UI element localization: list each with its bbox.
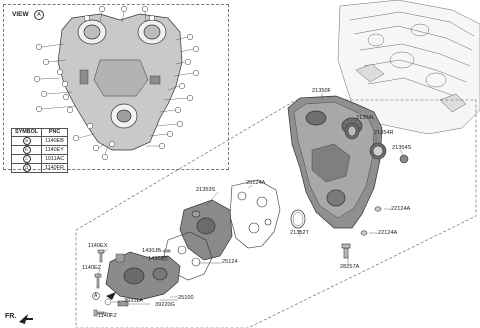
bolt-marker	[66, 106, 74, 114]
callout-1430JB: 1430JB	[148, 256, 167, 262]
pin-22124A-1	[374, 206, 382, 212]
bolt-marker	[158, 142, 166, 150]
detail-a-arrow	[92, 292, 116, 300]
symbol-pnc-table: SYMBOL PNC a 1140EB b 1140EY c 1011AC	[10, 128, 69, 173]
bolt-marker	[178, 82, 186, 90]
bolt-marker	[184, 58, 192, 66]
plug-21354S	[399, 154, 409, 164]
bolt-marker	[108, 140, 116, 148]
callout-21354L: 21354L	[356, 115, 375, 121]
callout-21350F: 21350F	[312, 88, 331, 94]
bolt-marker	[101, 153, 109, 161]
bolt-marker	[174, 106, 182, 114]
bolt-marker	[166, 130, 174, 138]
callout-21354S: 21354S	[392, 145, 412, 151]
bolt-marker	[148, 14, 156, 22]
legend-symbol: c	[22, 155, 31, 163]
bolt-1140EX	[97, 249, 105, 263]
legend-row: d 1140FR	[10, 163, 69, 173]
legend-pnc: 1140FR	[41, 163, 69, 173]
callout-39311A: 39311A	[124, 298, 143, 304]
front-label: FR.	[5, 313, 17, 320]
bolt-marker	[186, 94, 194, 102]
bolt-marker	[62, 93, 70, 101]
bolt-marker	[98, 5, 106, 13]
bolt-marker	[35, 43, 43, 51]
callout-21353S: 21353S	[196, 187, 216, 193]
callout-25124A: 25124A	[246, 180, 266, 186]
engine-block-sketch	[337, 0, 480, 135]
callout-22124A: 22124A	[378, 230, 398, 236]
bolt-marker	[42, 58, 50, 66]
bolt-1140FZ	[93, 309, 105, 317]
pin-22124A-2	[360, 230, 368, 236]
oring-39311A	[104, 298, 112, 306]
bolt-marker	[92, 144, 100, 152]
view-marker-circle: A	[34, 10, 44, 20]
callout-1430JB: 1430JB	[142, 248, 161, 254]
callout-1140EX: 1140EX	[88, 243, 108, 249]
front-arrow-icon	[19, 314, 33, 324]
detail-a-marker: A	[94, 293, 98, 299]
bolt-marker	[86, 122, 94, 130]
seal-21354R	[369, 142, 387, 160]
bolt-marker	[120, 5, 128, 13]
view-a-box: VIEW A SYMBOL PNC a 1140EB b 1140EY	[3, 4, 229, 173]
bolt-marker	[192, 45, 200, 53]
bolt-marker	[141, 5, 149, 13]
callout-1140FZ: 1140FZ	[98, 313, 117, 319]
seal-21354L	[344, 122, 360, 140]
callout-21352T: 21352T	[290, 230, 309, 236]
water-pump-25100	[105, 251, 181, 301]
callout-leader-lines	[97, 93, 405, 315]
callout-25100: 25100	[178, 295, 194, 301]
bolt-marker	[186, 33, 194, 41]
bolt-marker	[72, 134, 80, 142]
view-a-cover-illustration	[57, 13, 183, 151]
bolt-marker	[56, 68, 64, 76]
bolt-marker	[176, 120, 184, 128]
sensor-39220G	[117, 300, 129, 307]
oring-21352T	[290, 209, 306, 229]
bolt-marker	[40, 90, 48, 98]
sensor-28257A	[341, 243, 351, 259]
bolt-1140EZ	[94, 273, 102, 289]
legend-symbol: a	[22, 137, 31, 145]
bolt-marker	[35, 105, 43, 113]
view-title: VIEW	[12, 11, 29, 18]
callout-25124: 25124	[222, 259, 238, 265]
legend-symbol: d	[22, 164, 31, 172]
gasket-25124A	[229, 179, 281, 249]
callout-28257A: 28257A	[340, 264, 360, 270]
callout-22124A: 22124A	[391, 206, 411, 212]
bolt-marker	[83, 14, 91, 22]
callout-21354R: 21354R	[374, 130, 394, 136]
bolt-marker	[33, 75, 41, 83]
exploded-frame	[75, 99, 477, 328]
view-a-leader-lines	[39, 11, 194, 155]
bolt-marker	[61, 80, 69, 88]
callout-39220G: 39220G	[155, 302, 175, 308]
view-a-bolt-markers	[33, 5, 200, 161]
legend-symbol: b	[22, 146, 31, 154]
callout-1140EZ: 1140EZ	[82, 265, 102, 271]
cover-21353S	[179, 199, 233, 261]
bolt-marker	[192, 69, 200, 77]
